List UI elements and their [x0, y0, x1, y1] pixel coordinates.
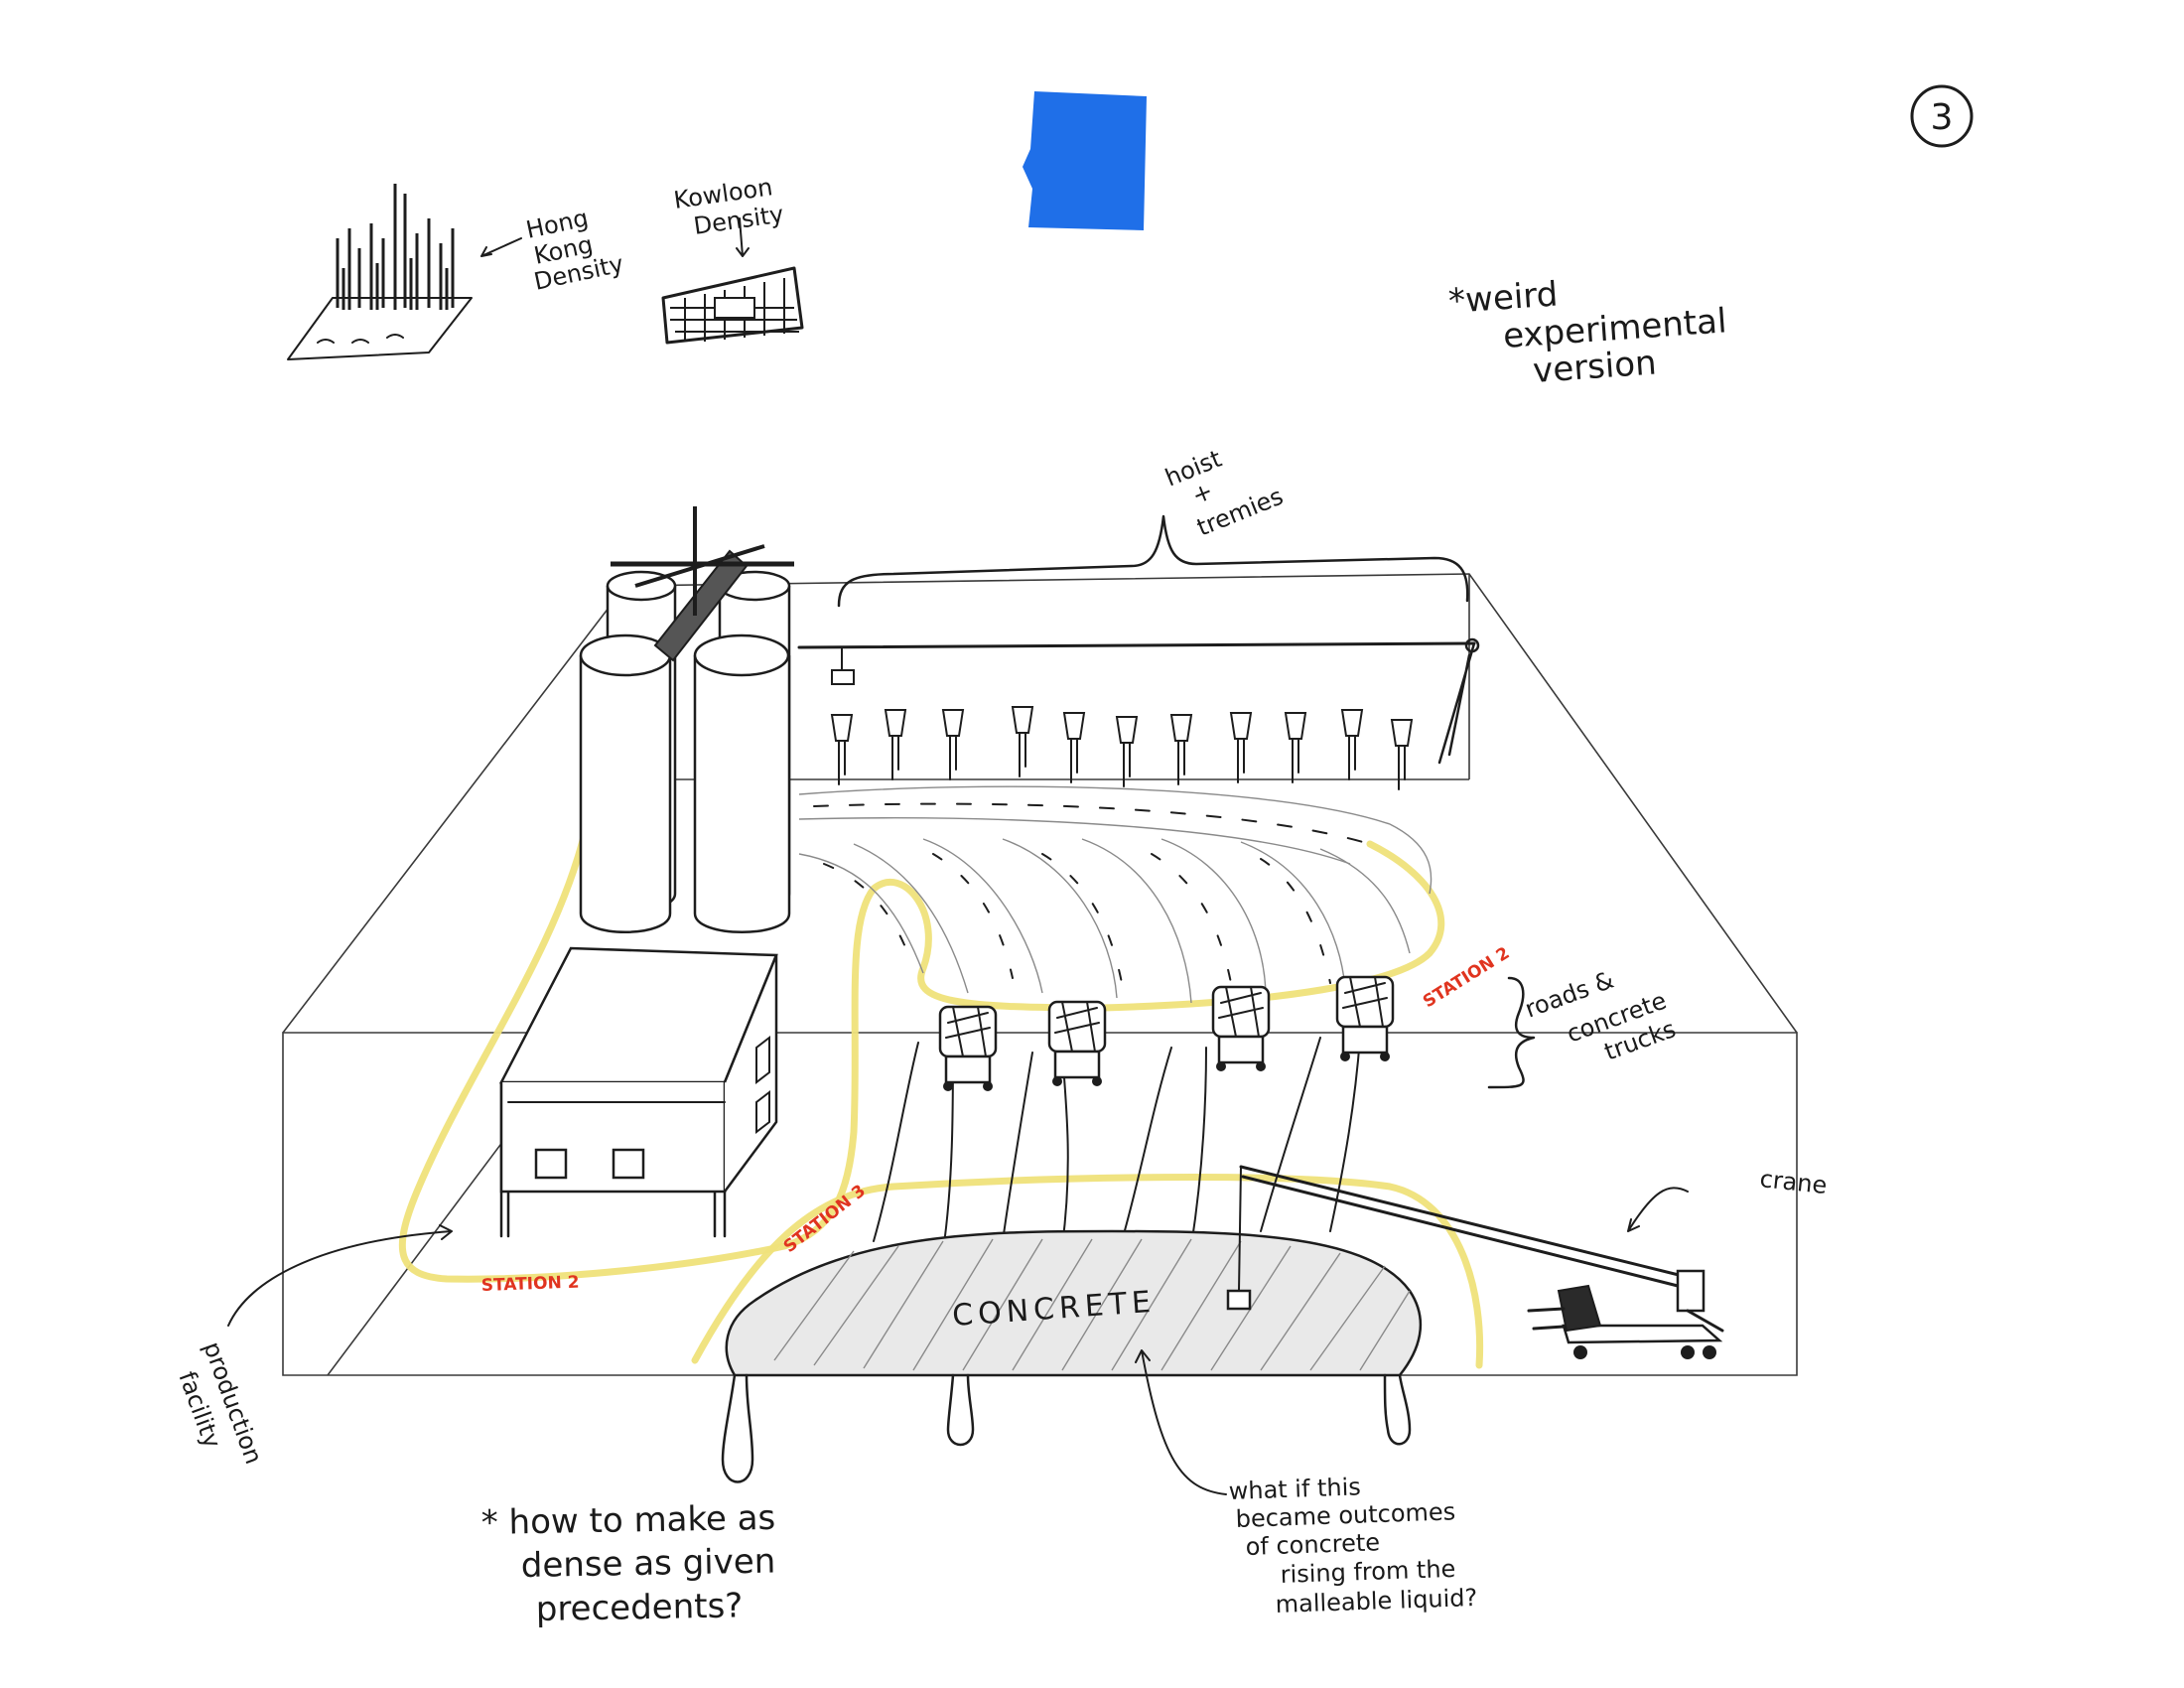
- concrete-truck: [1047, 1000, 1107, 1086]
- production-facility: [498, 946, 778, 1238]
- blue-tape: [1023, 91, 1147, 230]
- silos: [579, 506, 794, 933]
- what-if-note-4: rising from the: [1280, 1555, 1456, 1589]
- crane-label: crane: [1758, 1165, 1828, 1199]
- concrete-truck: [938, 1005, 998, 1091]
- density-question-3: precedents?: [535, 1586, 743, 1629]
- tremies: [830, 706, 1414, 790]
- road-sweeps: [798, 785, 1433, 1004]
- hong-kong-density-sketch: [287, 184, 522, 360]
- hoist-label-2: +: [1188, 477, 1217, 509]
- page-number: 3: [1910, 84, 1974, 148]
- density-question-2: dense as given: [520, 1542, 775, 1586]
- what-if-note-3: of concrete: [1245, 1528, 1380, 1561]
- density-question-1: * how to make as: [480, 1498, 775, 1543]
- station-label-middle: STATION 3: [780, 1181, 870, 1257]
- weird-label-1: *weird: [1447, 274, 1560, 322]
- kowloon-density-sketch: [661, 217, 804, 345]
- hoist-rail: [797, 637, 1480, 765]
- svg-text:3: 3: [1931, 97, 1954, 138]
- crane: [1226, 1165, 1724, 1359]
- hoist-brace: [837, 514, 1469, 608]
- highlight-loop: [398, 825, 1484, 1369]
- concrete-truck: [1211, 985, 1271, 1071]
- station-label-left: STATION 2: [480, 1273, 579, 1296]
- weird-label-3: version: [1532, 343, 1658, 391]
- what-if-note-1: what if this: [1228, 1473, 1361, 1505]
- concrete-pool: [721, 1229, 1423, 1483]
- roads-bracket: [1487, 976, 1536, 1089]
- concrete-truck: [1335, 975, 1395, 1061]
- what-if-note-5: malleable liquid?: [1275, 1584, 1477, 1618]
- what-if-arrow: [1135, 1349, 1227, 1495]
- production-arrow: [227, 1224, 453, 1327]
